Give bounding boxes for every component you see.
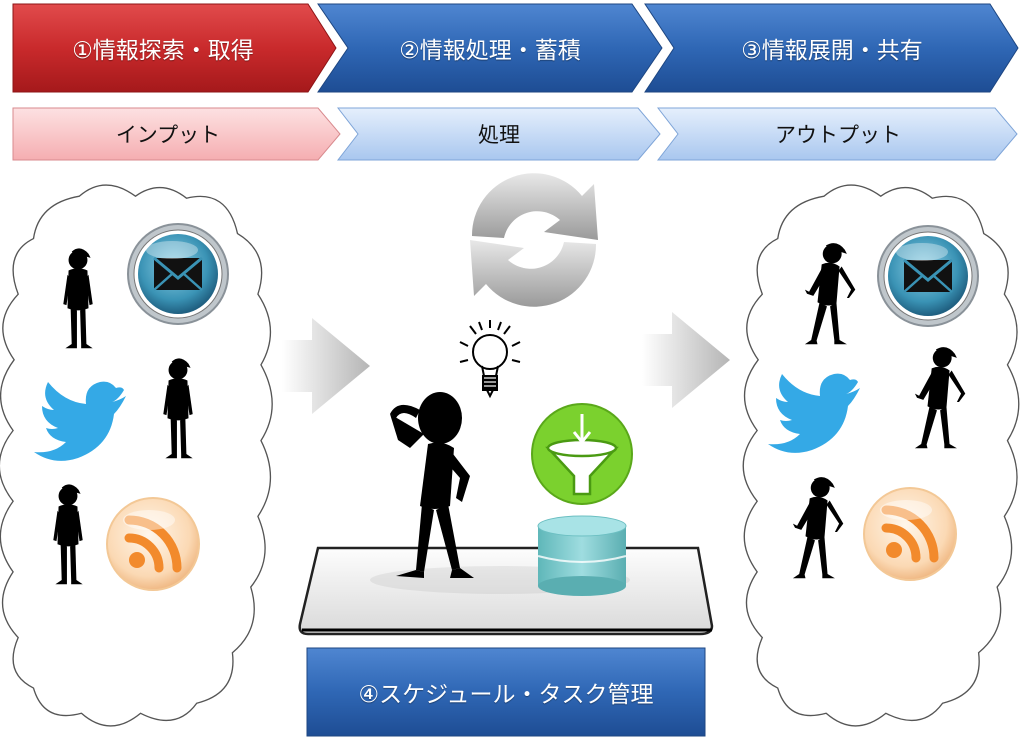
rss-icon: [864, 488, 956, 580]
schedule-task-label: ④スケジュール・タスク管理: [358, 682, 654, 708]
rss-icon: [107, 498, 199, 590]
schedule-task-box: [306, 647, 706, 737]
substage-label-2: 処理: [478, 123, 520, 147]
lightbulb-icon: [459, 320, 521, 399]
substage-arrow-3: [656, 107, 1018, 161]
stage-arrow-3: [644, 3, 1019, 93]
substage-arrow-2: [336, 107, 661, 161]
stage-arrow-1: [12, 3, 337, 93]
flow-arrow-right-icon: [282, 318, 370, 414]
mail-icon: [126, 222, 230, 326]
substage-label-3: アウトプット: [775, 123, 901, 147]
mail-icon: [876, 224, 980, 328]
substage-arrow-1: [12, 107, 341, 161]
thinking-person-icon: [390, 392, 474, 578]
cycle-arrows-icon: [470, 173, 598, 307]
stage-label-2: ②情報処理・蓄積: [399, 38, 581, 64]
stage-label-1: ①情報探索・取得: [72, 38, 254, 64]
flow-arrow-right-icon: [642, 312, 730, 408]
filter-funnel-icon: [531, 403, 633, 505]
database-icon: [537, 515, 627, 596]
stage-label-3: ③情報展開・共有: [741, 38, 923, 64]
substage-label-1: インプット: [115, 123, 221, 147]
stage-arrow-2: [317, 3, 663, 93]
